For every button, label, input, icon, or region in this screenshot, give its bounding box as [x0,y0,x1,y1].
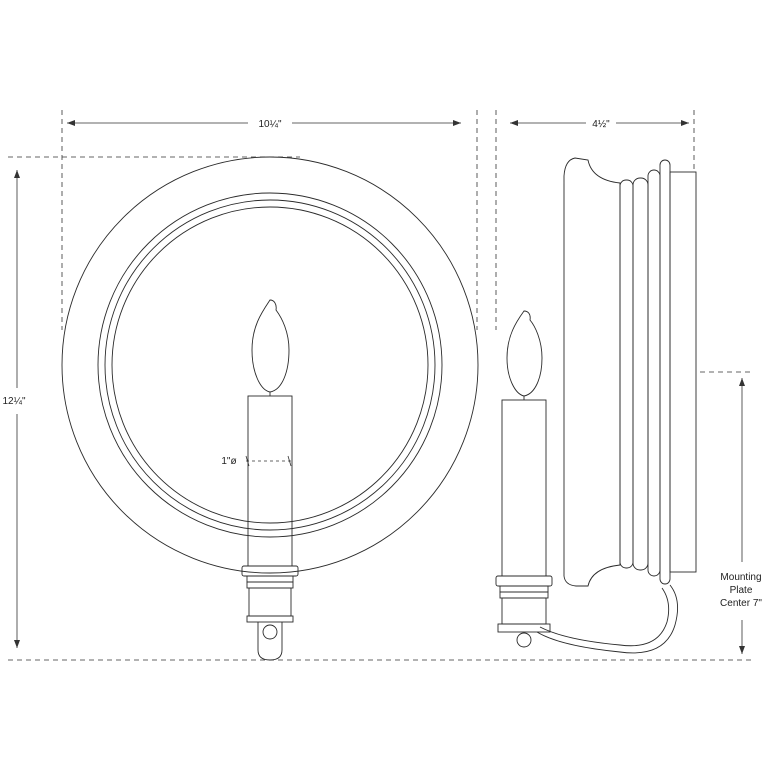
side-candle-sleeve [501,399,547,577]
backplate [669,171,697,573]
mounting-note-line3: Center 7" [720,598,762,609]
dimension-labels: 10¼" 12¼" 4½" 1"ø Mounting Plate Center … [2,118,762,609]
front-view [61,156,479,661]
mirror-disc [111,206,429,524]
frame-profile [563,157,621,587]
outer-ring [61,156,479,574]
mounting-note-line2: Plate [730,585,753,596]
mounting-note-line1: Mounting [720,572,761,583]
finial [257,622,283,661]
candle-sleeve [247,395,293,567]
arm-curve [536,584,679,654]
candle-diameter-label: 1"ø [221,456,236,467]
depth-label: 4½" [592,119,610,130]
inner-ring [104,199,436,531]
bobeche-top [241,565,299,577]
candle-cup [248,587,292,617]
flame-icon [251,299,290,393]
side-finial [516,632,532,648]
side-flame-icon [506,310,543,397]
side-view [495,157,697,654]
middle-ring [97,192,443,538]
front-width-label: 10¼" [258,118,281,130]
height-label: 12¼" [2,395,25,407]
extension-lines [8,110,752,661]
dimension-arrows [14,120,745,654]
